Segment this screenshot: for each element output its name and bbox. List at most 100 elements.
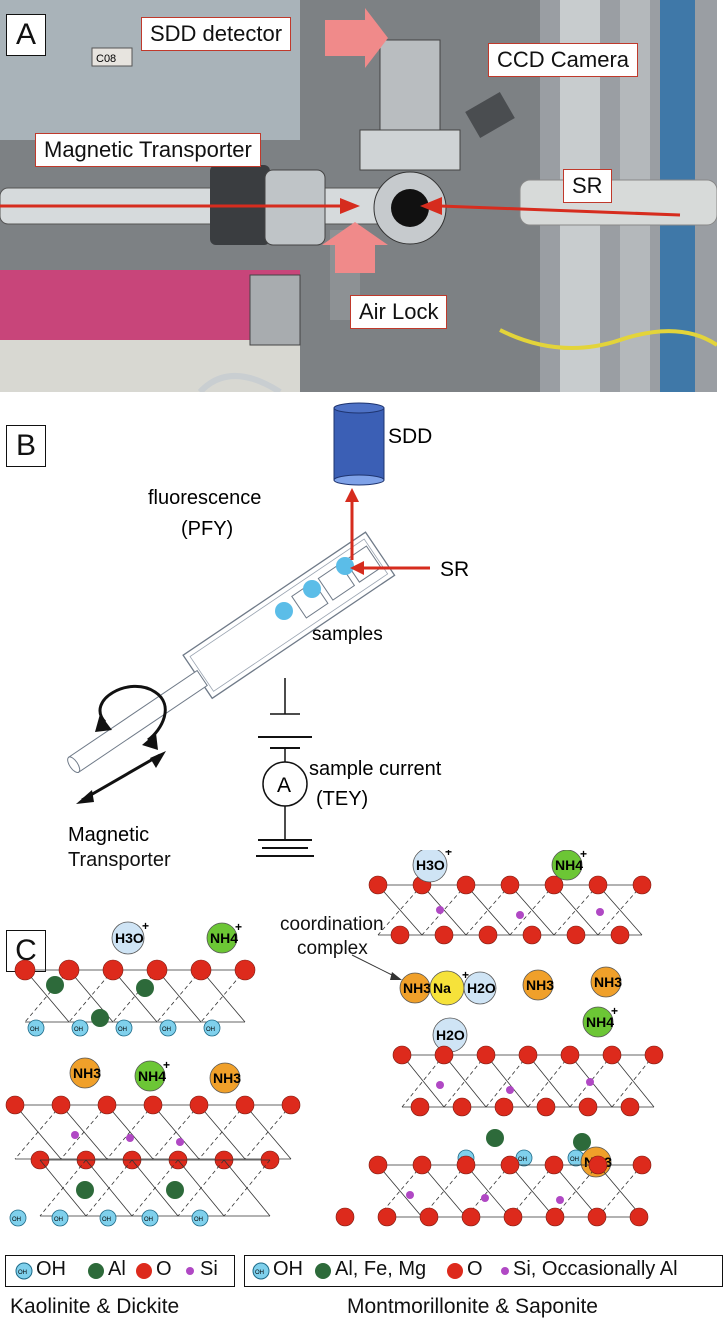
legend-right-al: Al, Fe, Mg (335, 1258, 427, 1280)
oxygen-atom (146, 959, 168, 981)
translation-arrow-line (81, 753, 161, 802)
mont-h3o-charge: + (445, 850, 452, 859)
aluminum-atom (136, 979, 154, 997)
rotation-arrow-path (98, 685, 167, 742)
sample-disc-3 (336, 557, 354, 575)
legend-left-oh: OH (36, 1258, 66, 1280)
mont-nh4-right-sphere (582, 1006, 614, 1038)
lattice-bond (244, 1104, 292, 1160)
hydroxyl-atom (141, 1209, 159, 1227)
sample-holder-inner (189, 538, 389, 692)
lattice-bond (68, 969, 114, 1023)
lattice-bond (377, 1164, 423, 1218)
hydroxyl-atom (159, 1019, 177, 1037)
silicon-atom (586, 1078, 594, 1086)
lattice-bond (112, 969, 158, 1023)
legend-left-al: Al (108, 1258, 126, 1280)
silicon-atom (436, 1081, 444, 1089)
translation-arrow-head-1 (76, 790, 94, 804)
translation-arrow-head-2 (150, 751, 166, 768)
legend-box-right: OH OH Al, Fe, Mg O Si, Occasionally Al (244, 1255, 723, 1287)
hydroxyl-atom (115, 1019, 133, 1037)
lattice-bond (131, 1159, 179, 1217)
lattice-bond (156, 969, 202, 1023)
silicon-atom (516, 911, 524, 919)
oxygen-atom (494, 1097, 514, 1117)
coordination-pointer-head (390, 972, 402, 980)
oxygen-atom (456, 875, 476, 895)
silicon-atom (436, 906, 444, 914)
mont-nh3-right-sphere (590, 966, 622, 998)
silicon-atom (596, 908, 604, 916)
rotation-arrow-head-2 (142, 733, 158, 750)
mont-h3o-sphere (412, 850, 448, 883)
mont-nh3-mid-sphere (522, 969, 554, 1001)
sample-slot-1 (291, 581, 329, 619)
hydroxyl-label: OH (206, 1027, 215, 1033)
legend-left-o-icon (136, 1263, 152, 1279)
oxygen-atom (189, 1095, 209, 1115)
silicon-atom (71, 1131, 79, 1139)
kaolinite-h3o-charge: + (142, 919, 149, 933)
mont-nh4-top-sphere (551, 850, 583, 881)
sr-beam-line (439, 204, 681, 217)
oxygen-atom (522, 925, 542, 945)
hydroxyl-label: OH (518, 1157, 527, 1163)
oxygen-atom (566, 925, 586, 945)
c08-tag-text: C08 (96, 53, 116, 65)
magnetic-transporter-callout: Magnetic Transporter (35, 133, 261, 167)
legend-right-oh-icon (252, 1262, 270, 1280)
kaolinite-name: Kaolinite & Dickite (10, 1295, 180, 1318)
kaolinite-nh4-top-sphere (206, 922, 238, 954)
panel-a-label: A (6, 14, 46, 56)
lattice-bond (200, 969, 246, 1023)
fluorescence-arrow-head (345, 488, 359, 502)
montmorillonite-name: Montmorillonite & Saponite (347, 1295, 598, 1318)
mont-na-label: Na (433, 980, 451, 996)
silicon-atom (406, 1191, 414, 1199)
oxygen-atom (476, 1045, 496, 1065)
oxygen-atom (434, 1045, 454, 1065)
mont-nh4-top-charge: + (580, 850, 587, 861)
legend-left-oh-icon-text: OH (18, 1270, 27, 1276)
c08-tag (91, 47, 133, 67)
mont-h3o-label: H3O (416, 857, 445, 873)
hydroxyl-atom (203, 1019, 221, 1037)
legend-left-o: O (156, 1258, 172, 1280)
silicon-atom (126, 1134, 134, 1142)
hydroxyl-atom (191, 1209, 209, 1227)
mont-nh4-right-label: NH4 (586, 1014, 614, 1030)
lattice-bond (553, 1164, 599, 1218)
oxygen-atom (97, 1095, 117, 1115)
oxygen-atom (390, 925, 410, 945)
mont-nh4-top-label: NH4 (555, 857, 583, 873)
oxygen-atom (143, 1095, 163, 1115)
coordination-label-line1: coordination (280, 914, 384, 935)
lattice-bond (156, 969, 202, 1023)
floor-left (0, 340, 300, 392)
hydroxyl-label: OH (74, 1027, 83, 1033)
oxygen-atom (620, 1097, 640, 1117)
oxygen-atom (536, 1097, 556, 1117)
mont-na-charge: + (462, 968, 469, 982)
oxygen-atom (368, 875, 388, 895)
ccd-camera-callout: CCD Camera (488, 43, 639, 77)
mont-coord-h2o-label: H2O (467, 980, 496, 996)
kaolinite-nh4-mid-sphere (134, 1060, 166, 1092)
lattice-bond (24, 969, 70, 1023)
hydroxyl-atom (9, 1209, 27, 1227)
lattice-bond (553, 884, 599, 936)
air-lock-callout: Air Lock (350, 295, 448, 329)
lattice-bond (465, 1164, 511, 1218)
oxygen-atom (587, 1207, 607, 1227)
oxygen-atom (456, 1155, 476, 1175)
ammeter-label: A (277, 774, 291, 797)
sdd-callout-arrow (325, 8, 388, 68)
legend-box-left: OH OH Al O Si (5, 1255, 235, 1287)
lattice-bond (597, 1164, 643, 1218)
silicon-atom (176, 1138, 184, 1146)
oxygen-atom (368, 1155, 388, 1175)
oxygen-atom (234, 959, 256, 981)
